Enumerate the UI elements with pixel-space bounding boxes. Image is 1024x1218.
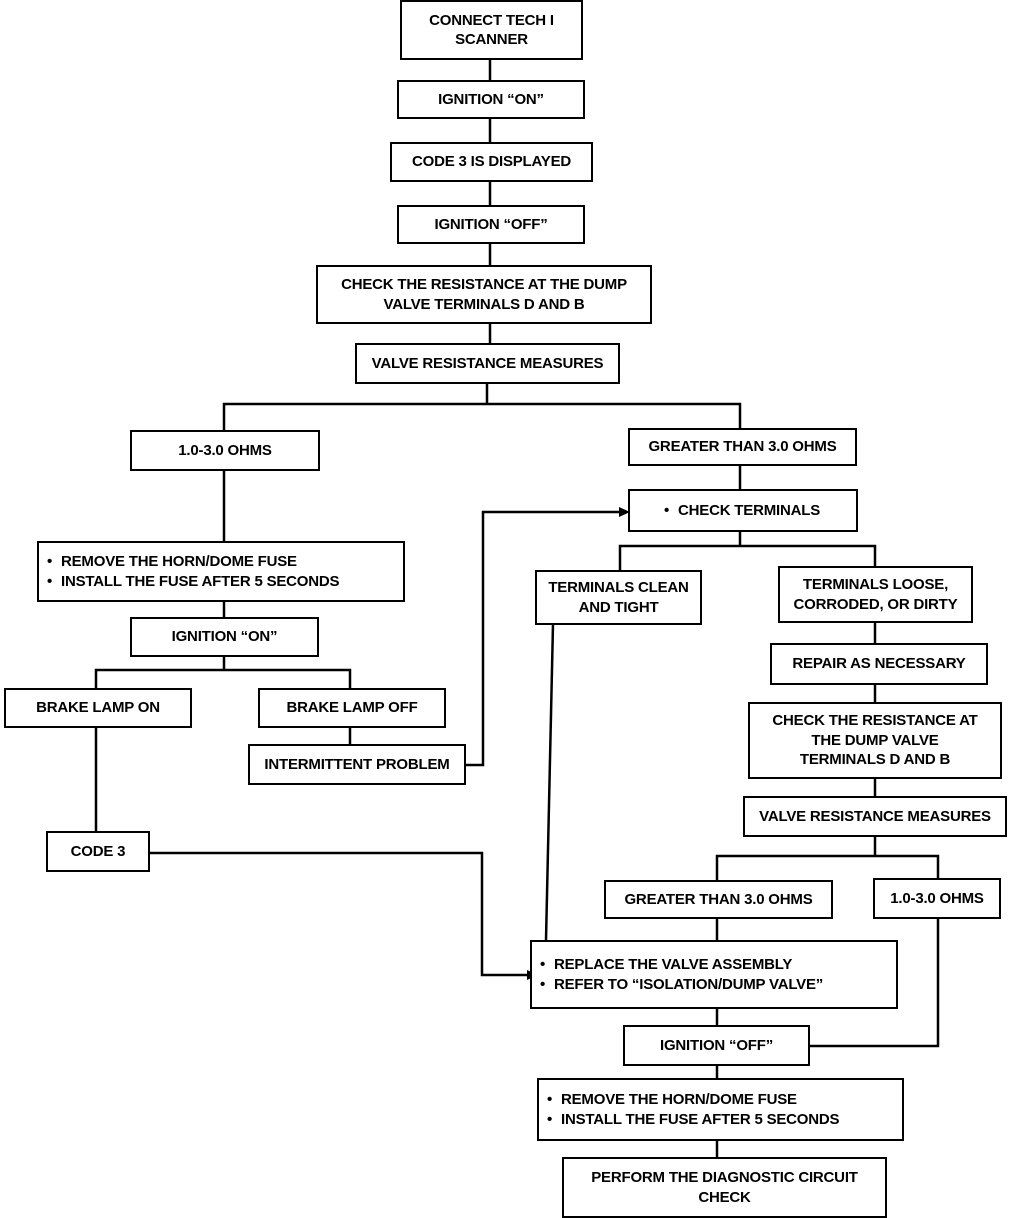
remove-fuse-step: REMOVE THE HORN/DOME FUSEINSTALL THE FUS…	[37, 541, 405, 602]
step-text-line: CHECK	[698, 1188, 751, 1206]
step-text-line: GREATER THAN 3.0 OHMS	[624, 890, 813, 908]
step-text-line: GREATER THAN 3.0 OHMS	[648, 438, 837, 456]
terminals-loose-result: TERMINALS LOOSE, CORRODED, OR DIRTY	[778, 566, 973, 623]
ohms-1-3-result: 1.0-3.0 OHMS	[130, 430, 320, 471]
terminals-clean-result: TERMINALS CLEAN AND TIGHT	[535, 570, 702, 625]
step-text-line: IGNITION “OFF”	[659, 1036, 774, 1054]
step-text-line: AND TIGHT	[578, 598, 659, 616]
step-text-line: 1.0-3.0 OHMS	[890, 889, 984, 907]
step-text-line: IGNITION “ON”	[438, 90, 544, 108]
valve-resistance-measures-step: VALVE RESISTANCE MEASURES	[743, 796, 1007, 837]
connector-line	[618, 531, 877, 570]
ignition-off-step: IGNITION “OFF”	[623, 1025, 810, 1066]
step-text-line: INSTALL THE FUSE AFTER 5 SECONDS	[547, 1110, 840, 1130]
step-text-line: CODE 3 IS DISPLAYED	[411, 153, 572, 171]
step-text-line: 1.0-3.0 OHMS	[178, 441, 272, 459]
step-text-line: PERFORM THE DIAGNOSTIC CIRCUIT	[591, 1169, 858, 1186]
check-resistance-step: CHECK THE RESISTANCE AT THE DUMP VALVE TE…	[316, 265, 652, 324]
greater-3-ohms-result: GREATER THAN 3.0 OHMS	[604, 880, 833, 919]
step-text-line: REMOVE THE HORN/DOME FUSE	[547, 1090, 797, 1110]
step-text-line: CHECK THE RESISTANCE AT THE DUMP	[341, 276, 627, 293]
arrowhead	[619, 507, 630, 517]
ignition-off-step: IGNITION “OFF”	[397, 205, 585, 244]
valve-resistance-measures-step: VALVE RESISTANCE MEASURES	[355, 343, 620, 384]
step-text-line: TERMINALS D AND B	[799, 751, 951, 769]
step-text-line: REFER TO “ISOLATION/DUMP VALVE”	[540, 975, 823, 995]
connector-line	[150, 851, 530, 977]
connect-scanner-step: CONNECT TECH I SCANNER	[400, 0, 583, 60]
ignition-on-step: IGNITION “ON”	[130, 617, 319, 657]
step-text-line: CORRODED, OR DIRTY	[793, 595, 958, 613]
step-text-line: INSTALL THE FUSE AFTER 5 SECONDS	[47, 572, 340, 592]
ignition-on-step: IGNITION “ON”	[397, 80, 585, 119]
connector-line	[465, 510, 622, 767]
remove-fuse-step: REMOVE THE HORN/DOME FUSEINSTALL THE FUS…	[537, 1078, 904, 1141]
step-text-line: VALVE RESISTANCE MEASURES	[759, 807, 991, 825]
connector-line	[94, 656, 352, 688]
code3-displayed-step: CODE 3 IS DISPLAYED	[390, 142, 593, 182]
perform-diagnostic-check-step: PERFORM THE DIAGNOSTIC CIRCUIT CHECK	[562, 1157, 887, 1218]
step-text-line: VALVE RESISTANCE MEASURES	[371, 354, 604, 372]
step-text-line: THE DUMP VALVE	[811, 731, 939, 749]
connector-line	[222, 383, 742, 430]
step-text-line: TERMINALS CLEAN	[548, 579, 689, 596]
greater-3-ohms-result: GREATER THAN 3.0 OHMS	[628, 428, 857, 466]
step-text-line: BRAKE LAMP ON	[36, 699, 160, 717]
repair-step: REPAIR AS NECESSARY	[770, 643, 988, 685]
step-text-line: CONNECT TECH I	[429, 11, 554, 29]
intermittent-problem-step: INTERMITTENT PROBLEM	[248, 744, 466, 785]
step-text-line: VALVE TERMINALS D AND B	[383, 295, 585, 313]
step-text-line: IGNITION “ON”	[171, 628, 278, 646]
ohms-1-3-result: 1.0-3.0 OHMS	[873, 878, 1001, 919]
connector-line	[810, 918, 940, 1048]
step-text-line: INTERMITTENT PROBLEM	[264, 755, 450, 773]
replace-valve-step: REPLACE THE VALVE ASSEMBLYREFER TO “ISOL…	[530, 940, 898, 1009]
connector-line	[544, 623, 555, 941]
step-text-line: SCANNER	[455, 31, 528, 48]
step-text-line: TERMINALS LOOSE,	[802, 576, 949, 593]
step-text-line: REPLACE THE VALVE ASSEMBLY	[540, 955, 792, 975]
step-text-line: BRAKE LAMP OFF	[286, 699, 418, 717]
step-text-line: CHECK TERMINALS	[664, 501, 820, 521]
step-text-line: CODE 3	[70, 842, 126, 860]
brake-lamp-off-result: BRAKE LAMP OFF	[258, 688, 446, 728]
check-terminals-step: CHECK TERMINALS	[628, 489, 858, 532]
step-text-line: CHECK THE RESISTANCE AT	[772, 712, 978, 730]
connector-line	[715, 836, 940, 880]
step-text-line: REMOVE THE HORN/DOME FUSE	[47, 552, 297, 572]
code3-step: CODE 3	[46, 831, 150, 872]
step-text-line: REPAIR AS NECESSARY	[792, 655, 966, 673]
brake-lamp-on-result: BRAKE LAMP ON	[4, 688, 192, 728]
step-text-line: IGNITION “OFF”	[434, 215, 548, 233]
